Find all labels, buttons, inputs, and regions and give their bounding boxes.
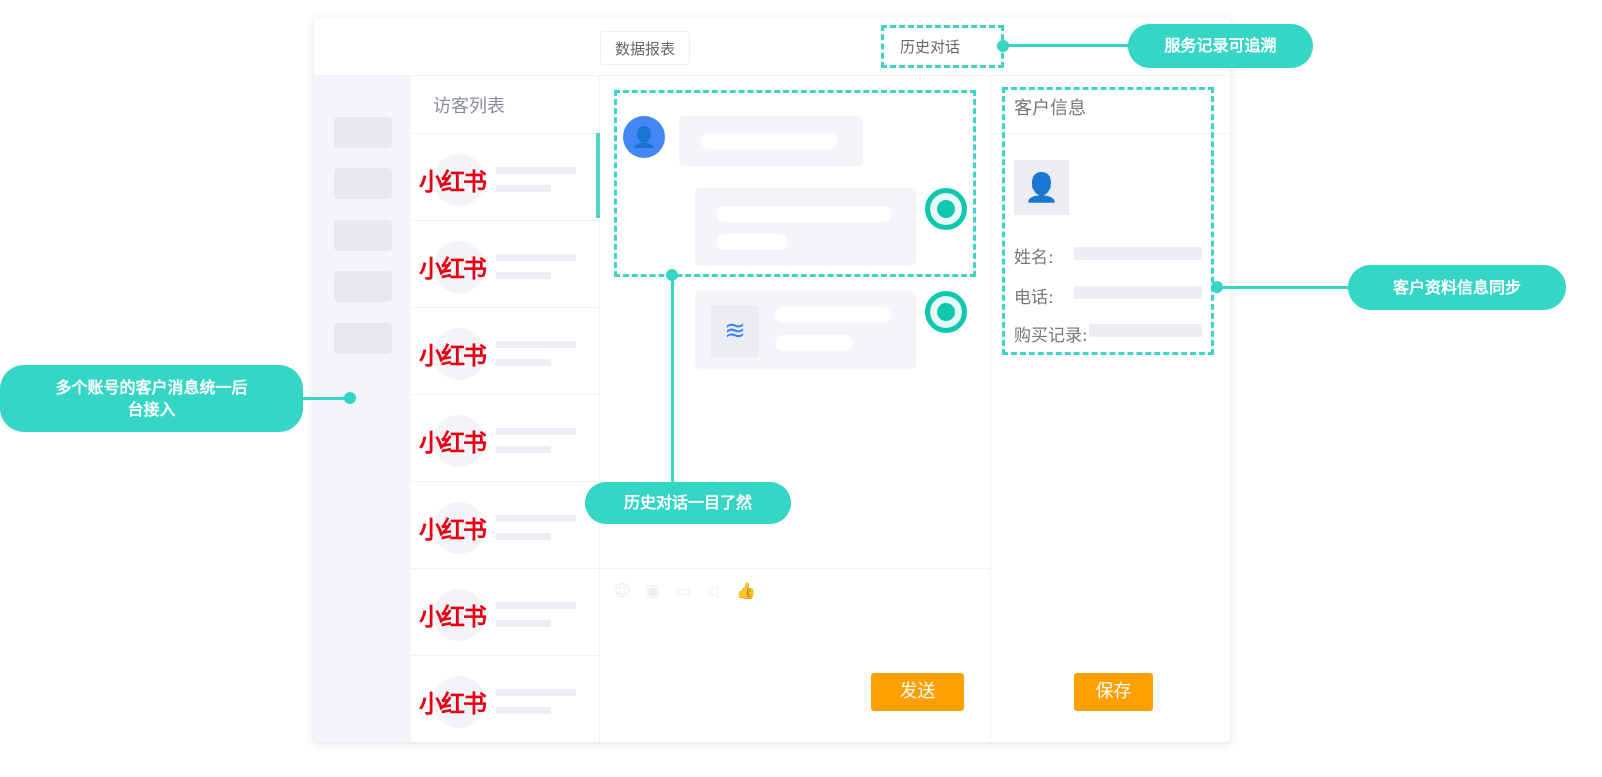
- tab-data-report[interactable]: 数据报表: [600, 31, 691, 65]
- visitor-list-item[interactable]: 小红书: [411, 220, 600, 307]
- avatar: [433, 589, 485, 641]
- visitor-list-title: 访客列表: [433, 96, 505, 117]
- selected-indicator: [596, 133, 600, 218]
- divider: [990, 133, 1230, 134]
- placeholder-line: [496, 341, 576, 348]
- visitor-list-item[interactable]: 小红书: [411, 307, 600, 394]
- avatar: [433, 241, 485, 293]
- purchase-field[interactable]: [1089, 324, 1202, 337]
- placeholder-line: [496, 272, 551, 279]
- field-label-name: 姓名:: [1014, 248, 1054, 268]
- phone-field[interactable]: [1074, 286, 1202, 299]
- avatar: [433, 415, 485, 467]
- placeholder-line: [496, 602, 576, 609]
- agent-avatar-icon: [925, 291, 967, 333]
- visitor-list-item[interactable]: 小红书: [411, 481, 600, 568]
- name-field[interactable]: [1074, 247, 1202, 260]
- placeholder-line: [496, 446, 551, 453]
- highlight-chat: [614, 90, 976, 277]
- placeholder-line: [496, 167, 576, 174]
- placeholder-line: [496, 689, 576, 696]
- message-bubble: ≋: [695, 291, 916, 369]
- tab-history[interactable]: 历史对话: [900, 38, 961, 56]
- xiaohongshu-logo: 小红书: [419, 515, 487, 544]
- emoji-icon[interactable]: ☺: [614, 581, 631, 600]
- agent-avatar-icon: [925, 188, 967, 230]
- callout-dialogue: 历史对话一目了然: [585, 482, 791, 524]
- connector-dot: [1211, 281, 1223, 293]
- placeholder-line: [496, 428, 576, 435]
- nav-item[interactable]: [334, 220, 392, 251]
- connector-dot: [666, 269, 678, 281]
- xiaohongshu-logo: 小红书: [419, 602, 487, 631]
- callout-sync: 客户资料信息同步: [1348, 265, 1566, 310]
- top-bar: [314, 18, 1230, 76]
- nav-item[interactable]: [334, 117, 392, 148]
- visitor-list-item[interactable]: 小红书: [411, 655, 600, 742]
- xiaohongshu-logo: 小红书: [419, 689, 487, 718]
- highlight-history-tab: [881, 25, 1004, 68]
- customer-info-panel: [990, 76, 1230, 742]
- thumbs-up-icon[interactable]: 👍: [736, 581, 756, 600]
- send-button[interactable]: 发送: [871, 673, 964, 711]
- avatar: [433, 328, 485, 380]
- avatar: [433, 154, 485, 206]
- placeholder-line: [496, 533, 551, 540]
- placeholder-line: [496, 515, 576, 522]
- visitor-list: [411, 76, 600, 742]
- folder-icon[interactable]: ▭: [676, 581, 692, 600]
- customer-info-title: 客户信息: [1014, 98, 1086, 119]
- xiaohongshu-logo: 小红书: [419, 167, 487, 196]
- image-icon[interactable]: ▣: [645, 581, 661, 600]
- xiaohongshu-logo: 小红书: [419, 341, 487, 370]
- field-label-purchase: 购买记录:: [1014, 326, 1088, 346]
- connector-line: [300, 397, 350, 400]
- visitor-avatar-icon: 👤: [623, 116, 665, 158]
- placeholder-line: [496, 185, 551, 192]
- connector-dot: [997, 40, 1009, 52]
- nav-item[interactable]: [334, 323, 392, 354]
- divider: [600, 568, 990, 569]
- connector-dot: [344, 392, 356, 404]
- callout-history: 服务记录可追溯: [1128, 24, 1313, 68]
- avatar: [433, 676, 485, 728]
- placeholder-line: [496, 254, 576, 261]
- placeholder-line: [496, 707, 551, 714]
- voice-icon[interactable]: ◁: [706, 581, 719, 600]
- callout-multi-account: 多个账号的客户消息统一后台接入: [0, 365, 303, 432]
- highlight-info: [1002, 87, 1214, 355]
- customer-avatar-icon: 👤: [1014, 160, 1069, 215]
- placeholder-line: [496, 359, 551, 366]
- connector-line: [1217, 286, 1349, 289]
- xiaohongshu-logo: 小红书: [419, 428, 487, 457]
- visitor-list-item[interactable]: 小红书: [411, 568, 600, 655]
- field-label-phone: 电话:: [1014, 288, 1054, 308]
- nav-item[interactable]: [334, 271, 392, 302]
- xiaohongshu-logo: 小红书: [419, 254, 487, 283]
- visitor-list-item[interactable]: 小红书: [411, 394, 600, 481]
- avatar: [433, 502, 485, 554]
- connector-line: [671, 275, 674, 483]
- message-bubble: [679, 116, 863, 166]
- connector-line: [1003, 44, 1129, 47]
- message-bubble: [695, 188, 916, 266]
- nav-item[interactable]: [334, 168, 392, 199]
- visitor-list-item[interactable]: 小红书: [411, 133, 600, 220]
- placeholder-line: [496, 620, 551, 627]
- save-button[interactable]: 保存: [1074, 673, 1153, 711]
